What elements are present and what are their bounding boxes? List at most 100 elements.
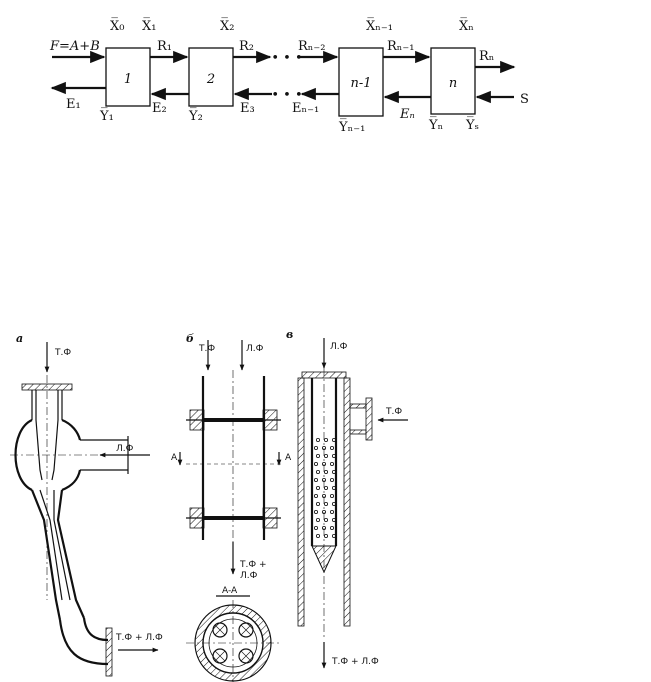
b-outlet-label-1: Т.Ф + (239, 560, 267, 570)
countercurrent-scheme: 1 2 n-1 n • • • • • • F=A+B S X̅₀ X̅₁ X̅… (49, 18, 529, 135)
c-perforation-hole (315, 437, 320, 442)
apparatus-b: б Т.Ф Л.Ф A A Т.Ф + Л.Ф A-A (171, 332, 292, 682)
c-perforation-hole (323, 534, 328, 539)
a-body-left (30, 489, 62, 621)
stage-box-n-1 (338, 47, 384, 117)
c-perforation-hole (315, 518, 320, 523)
c-perforation-hole (329, 509, 334, 514)
x-label-n-1: X̅ₙ₋₁ (366, 18, 393, 34)
solvent-label: S (520, 92, 529, 107)
b-left-inlet-label: Т.Ф (198, 344, 215, 354)
b-outlet-label-2: Л.Ф (240, 571, 258, 581)
stage-label-n: n (449, 76, 457, 91)
x-label-2: X̅₂ (220, 18, 234, 34)
y-label-n: Y̅ₙ (428, 117, 443, 133)
raffinate-label-2: R₂ (239, 39, 254, 54)
stage-label-1: 1 (124, 72, 132, 87)
c-perforation-hole (313, 509, 318, 514)
stage-box-1 (105, 47, 151, 107)
c-side-inlet-label: Т.Ф (385, 407, 402, 417)
c-side-nozzle-bottom (349, 429, 367, 435)
stage-box-n (430, 47, 476, 115)
dots-bottom: • • • (271, 88, 302, 103)
c-perforation-hole (331, 534, 336, 539)
apparatus-c-letter: в (286, 328, 293, 341)
c-perforation-hole (323, 469, 328, 474)
c-shell-left (297, 377, 305, 627)
a-side-inlet-label: Л.Ф (116, 444, 134, 454)
c-perforation-hole (329, 445, 334, 450)
c-perforation-hole (331, 469, 336, 474)
c-top-inlet-label: Л.Ф (330, 342, 348, 352)
c-perforation-hole (323, 437, 328, 442)
extract-label-n: Eₙ (399, 107, 415, 122)
b-section-hole-3 (212, 648, 228, 664)
b-section-hole-2 (238, 622, 254, 638)
a-body-inner-left (39, 489, 63, 601)
c-perforation-hole (323, 518, 328, 523)
extract-label-n-1: Eₙ₋₁ (292, 101, 319, 116)
raffinate-label-n-1: Rₙ₋₁ (387, 39, 415, 54)
b-section-mark-left: A (171, 453, 178, 463)
c-perforation-hole (331, 485, 336, 490)
c-perforation-hole (329, 477, 334, 482)
y-label-n-1: Y̅ₙ₋₁ (338, 119, 365, 135)
a-outlet-label: Т.Ф + Л.Ф (115, 633, 163, 643)
stage-label-n-1: n-1 (350, 76, 371, 91)
a-body-inner-right (53, 490, 71, 601)
c-outlet-label: Т.Ф + Л.Ф (331, 657, 379, 667)
y-label-2: Y̅₂ (188, 108, 203, 124)
apparatus-a: a Т.Ф Л.Ф Т.Ф + Л.Ф (10, 332, 163, 677)
extract-label-3: E₃ (240, 101, 255, 116)
c-perforation-hole (315, 453, 320, 458)
c-perforation-hole (329, 493, 334, 498)
b-section-hole-crosses (214, 624, 252, 662)
c-perforation-hole (331, 453, 336, 458)
c-perforation-hole (329, 526, 334, 531)
a-body-right (56, 489, 86, 619)
stage-box-2 (188, 47, 234, 107)
c-perforation-hole (313, 461, 318, 466)
apparatus-a-letter: a (16, 332, 23, 345)
c-perforation-hole (315, 469, 320, 474)
c-perforation-hole (315, 534, 320, 539)
c-perforation-hole (323, 485, 328, 490)
a-nozzle-right (51, 390, 59, 481)
a-chamber-right-bottom (61, 469, 82, 492)
extract-label-1: E₁ (66, 97, 81, 112)
x-label-n: X̅ₙ (459, 18, 474, 34)
apparatus-b-letter: б (186, 332, 194, 345)
feed-label: F=A+B (49, 39, 100, 54)
b-right-inlet-label: Л.Ф (246, 344, 264, 354)
dots-top: • • • (271, 51, 302, 66)
a-top-inlet-label: Т.Ф (54, 348, 71, 358)
a-side-pipe (80, 439, 128, 471)
c-perforation-hole (315, 485, 320, 490)
y-label-1: Y̅₁ (99, 108, 114, 124)
c-perforation-hole (313, 477, 318, 482)
raffinate-label-n: Rₙ (479, 49, 494, 64)
c-perforation-hole (313, 493, 318, 498)
raffinate-label-n-2: Rₙ₋₂ (298, 39, 326, 54)
b-section-hole-1 (212, 622, 228, 638)
a-elbow-outer (58, 619, 109, 666)
c-side-nozzle-top (349, 403, 367, 409)
c-shell-right (343, 377, 351, 627)
c-perforation-hole (323, 453, 328, 458)
extract-label-2: E₂ (152, 101, 167, 116)
a-nozzle-left (35, 390, 43, 481)
a-elbow-inner (82, 617, 109, 642)
b-section-hole-4 (238, 648, 254, 664)
c-side-flange (365, 397, 373, 441)
a-outlet-flange (105, 627, 113, 677)
c-perforation-field (313, 437, 336, 539)
b-section-mark-right: A (285, 453, 292, 463)
c-perforation-hole (329, 461, 334, 466)
c-perforation-hole (313, 445, 318, 450)
c-perforation-hole (313, 526, 318, 531)
a-chamber-right-top (61, 418, 82, 441)
c-perforation-hole (315, 501, 320, 506)
apparatus-c: в Л.Ф Т.Ф Т.Ф + Л.Ф (286, 328, 408, 669)
b-section-title: A-A (222, 586, 238, 596)
